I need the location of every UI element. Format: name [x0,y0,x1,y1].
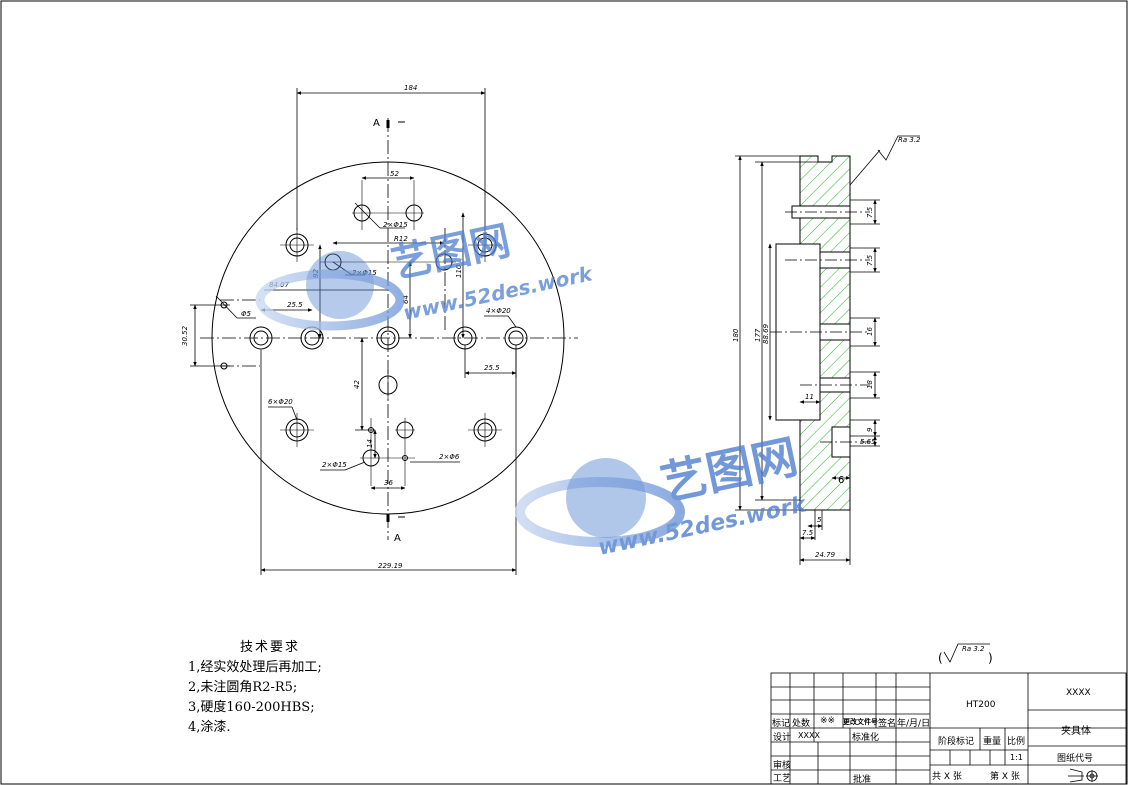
dim-52: 52 [390,170,399,178]
front-view [190,88,578,575]
roughness-note: ( Ra 3.2 ) [938,643,993,665]
dim-2x15-bottom: 2×Φ15 [322,461,347,469]
tb-stage-label: 阶段标记 [938,737,975,747]
tb-company: XXXX [1066,688,1091,698]
side-dim-177: 177 [754,328,762,342]
tech-req-item-4: 4,涂漆. [188,720,231,735]
tb-weight-label: 重量 [983,737,1002,747]
tb-count-value: ※※ [820,716,836,726]
tb-page-label: 第 X 张 [990,772,1020,782]
tb-total-label: 共 X 张 [932,772,962,782]
side-dim-7-5-a: 7.5 [866,206,874,218]
side-dim-16: 16 [866,327,874,336]
svg-text:): ) [988,651,993,665]
side-dim-18: 18 [866,380,874,389]
tb-material: HT200 [966,700,996,710]
side-dim-5: 5 [817,516,822,524]
side-dim-6: 6 [838,475,844,486]
tech-req-item-3: 3,硬度160-200HBS; [188,700,315,715]
side-dim-180: 180 [732,328,740,342]
tb-mark-label: 标记 [772,719,791,729]
dim-110: 110 [455,264,463,278]
tb-design-label: 设计 [773,733,792,743]
tb-date-label: 年/月/日 [897,719,931,729]
section-label-top: A [373,118,380,129]
dim-r12: R12 [394,235,408,243]
tb-approve-label: 批准 [853,775,872,785]
dim-42: 42 [353,380,361,389]
dim-2x6: 2×Φ6 [439,453,460,461]
side-dim-5-65: 5.65 [860,438,876,446]
tb-scale-label: 比例 [1007,737,1026,747]
side-dim-9: 9 [866,427,874,432]
tech-requirements-title: 技术要求 [240,640,301,655]
side-view [735,135,920,565]
title-block-grid [770,672,1127,785]
side-dim-11: 11 [805,393,814,401]
tb-process-label: 工艺 [773,774,792,784]
tech-req-item-1: 1,经实效处理后再加工; [188,660,322,675]
dim-25-5-right: 25.5 [484,364,500,372]
side-roughness: Ra 3.2 [898,136,921,144]
tb-count-label: 处数 [792,719,811,729]
dim-36: 36 [384,479,393,487]
tech-requirements: 技术要求 1,经实效处理后再加工; 2,未注圆角R2-R5; 3,硬度160-2… [188,638,398,738]
dim-phi5: Φ5 [241,310,252,318]
tb-part-name: 夹具体 [1061,726,1091,737]
dim-64: 64 [402,295,410,304]
dim-25-5-left: 25.5 [287,301,303,309]
tb-review-label: 审核 [773,761,792,771]
dim-30-52: 30.52 [181,325,189,346]
tb-design-value: XXXX [798,731,820,740]
dim-4x20: 4×Φ20 [486,307,511,315]
tb-standardize-label: 标准化 [852,733,880,743]
tb-scale-value: 1:1 [1010,753,1023,762]
tb-sign-label: 签名 [878,719,897,729]
dim-6x20: 6×Φ20 [268,398,293,406]
tb-drawing-no-label: 图纸代号 [1057,754,1094,764]
dim-14: 14 [366,439,374,448]
dim-2x15-top: 2×Φ15 [383,221,408,229]
tech-req-item-2: 2,未注圆角R2-R5; [188,680,298,695]
dim-229-19: 229.19 [378,562,403,570]
watermark-logo-bottom: 艺图网 www.52des.work [515,429,810,561]
tb-change-doc-label: 更改文件号 [843,718,878,726]
side-dim-88-69: 88.69 [762,323,770,344]
side-dim-7-5-b: 7.5 [866,254,874,266]
dim-184: 184 [404,84,417,92]
side-dim-24-79: 24.79 [815,551,836,559]
svg-text:Ra 3.2: Ra 3.2 [962,645,985,653]
side-dim-7-5-bottom: 7.5 [802,529,814,537]
svg-text:(: ( [938,651,943,665]
section-label-bottom: A [394,533,401,544]
